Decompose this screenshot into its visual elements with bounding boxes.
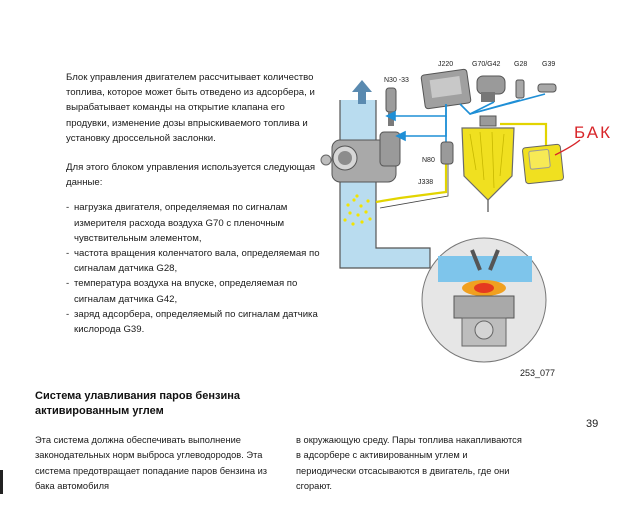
label-g70-g42: G70/G42 [472, 61, 501, 68]
input-data-list: -нагрузка двигателя, определяемая по сиг… [66, 200, 328, 337]
page-edge-mark [0, 470, 3, 494]
carbon-canister [461, 115, 515, 212]
purge-lines [375, 122, 548, 204]
intro-text: Блок управления двигателем рассчитывает … [66, 70, 328, 337]
label-g39: G39 [542, 61, 555, 68]
ecu-j220 [420, 68, 472, 110]
handwritten-tank-label: БАК [574, 123, 612, 142]
list-item: -температура воздуха на впуске, определя… [66, 278, 298, 305]
air-mass-meter-g70-g42 [476, 75, 506, 102]
handwritten-annotation: БАК [554, 123, 612, 156]
speed-sensor-g28 [515, 79, 525, 99]
label-n30-33: N30 -33 [384, 77, 409, 84]
section-heading: Система улавливания паров бензина активи… [35, 390, 240, 417]
throttle-body [320, 131, 401, 183]
injector-n30-33 [385, 87, 397, 126]
air-flow-arrow-icon [352, 80, 372, 92]
figure-reference: 253_077 [520, 368, 556, 378]
oxygen-sensor-g39 [537, 83, 557, 93]
list-item: -частота вращения коленчатого вала, опре… [66, 248, 320, 275]
purge-valve-n80 [440, 141, 454, 165]
label-j338: J338 [418, 179, 433, 186]
label-n80: N80 [422, 157, 435, 164]
body-column-2: в окружающую среду. Пары топлива накапли… [296, 435, 522, 492]
label-j220: J220 [438, 61, 453, 68]
engine-cylinder [421, 237, 547, 363]
body-column-1: Эта система должна обеспечивать выполнен… [35, 435, 268, 492]
intro-paragraph-2: Для этого блоком управления используется… [66, 162, 316, 189]
fuel-tank [522, 143, 564, 185]
fuel-vapor-dots [343, 194, 372, 226]
intro-paragraph-1: Блок управления двигателем рассчитывает … [66, 72, 315, 144]
list-item: -нагрузка двигателя, определяемая по сиг… [66, 202, 288, 244]
list-item: -заряд адсорбера, определяемый по сигнал… [66, 308, 318, 336]
label-g28: G28 [514, 61, 527, 68]
page-number: 39 [586, 418, 599, 430]
